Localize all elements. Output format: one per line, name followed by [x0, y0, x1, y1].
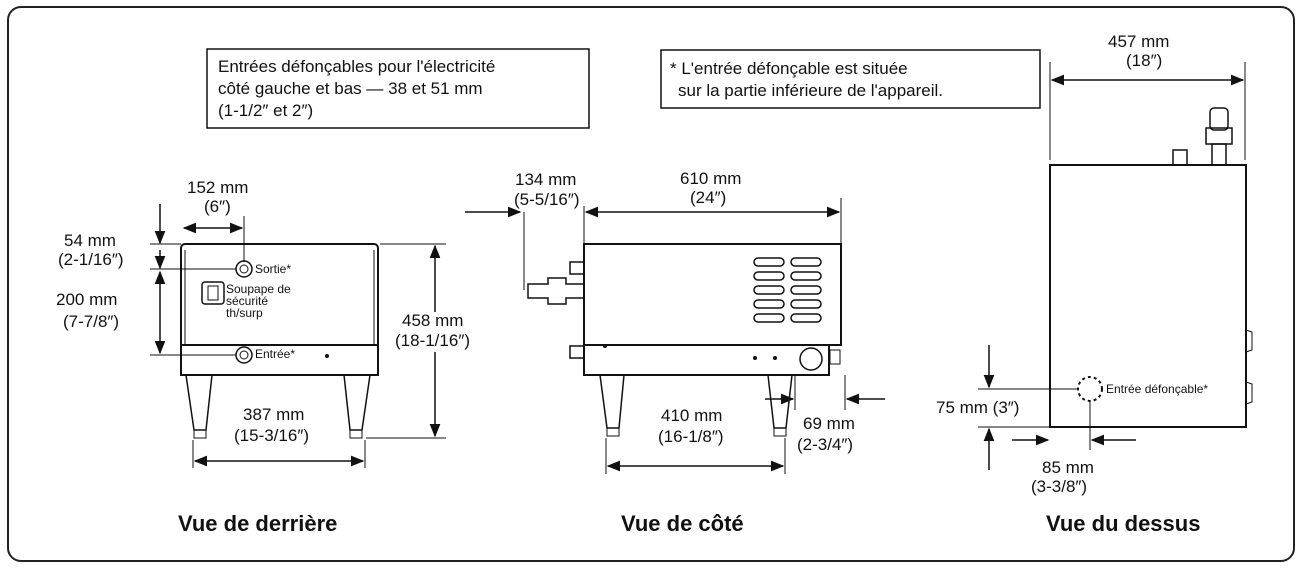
rear-view-title: Vue de derrière	[178, 511, 337, 536]
side-louvres	[753, 257, 822, 323]
relief-valve-label-2: sécurité	[226, 294, 268, 308]
side-inlet-fitting	[569, 345, 585, 359]
dim-54-in: (2-1/16″)	[58, 250, 124, 269]
dim-54-mm: 54 mm	[64, 231, 116, 250]
dim-69-in: (2-3/4″)	[797, 435, 853, 454]
diagram-frame	[7, 6, 1295, 562]
side-relief-valve	[527, 277, 585, 305]
dim-410-mm: 410 mm	[661, 406, 722, 425]
dim-134-mm: 134 mm	[515, 170, 576, 189]
inlet-label: Entrée*	[255, 347, 295, 361]
knockout-note-box: Entrées défonçables pour l'électricité c…	[206, 48, 590, 129]
side-leg-right	[767, 374, 793, 429]
top-relief-valve	[1205, 107, 1233, 166]
top-cabinet	[1049, 164, 1247, 428]
side-view: 134 mm (5-5/16″) 610 mm (24″) 410 mm (16…	[465, 169, 885, 536]
rear-base	[180, 344, 379, 376]
side-knockout	[799, 347, 823, 371]
dim-200-mm: 200 mm	[56, 290, 117, 309]
dim-387-mm: 387 mm	[243, 405, 304, 424]
relief-valve-label-1: Soupape de	[226, 282, 291, 296]
side-outlet-fitting	[569, 261, 585, 275]
rear-leg-right	[343, 374, 371, 431]
top-view-title: Vue du dessus	[1046, 511, 1200, 536]
side-view-title: Vue de côté	[621, 511, 744, 536]
top-knockout-label: Entrée défonçable*	[1106, 382, 1208, 396]
relief-valve	[201, 281, 225, 305]
dim-387-in: (15-3/16″)	[234, 426, 309, 445]
relief-valve-label-3: th/surp	[226, 306, 263, 320]
dim-610-mm: 610 mm	[680, 169, 741, 188]
dim-75: 75 mm (3″)	[936, 398, 1019, 417]
dim-152-mm: 152 mm	[187, 178, 248, 197]
dim-457-in: (18″)	[1126, 51, 1162, 70]
dim-457-mm: 457 mm	[1108, 32, 1169, 51]
side-leg-left	[599, 374, 625, 429]
dim-200-in: (7-7/8″)	[63, 312, 119, 331]
dim-152-in: (6″)	[204, 197, 231, 216]
knockout-note-line-3: (1-1/2″ et 2″)	[218, 101, 313, 120]
knockout-note-line-2: côté gauche et bas — 38 et 51 mm	[218, 79, 483, 98]
dim-69-mm: 69 mm	[803, 414, 855, 433]
rear-leg-left	[185, 374, 213, 431]
side-base	[583, 344, 830, 376]
dim-85-mm: 85 mm	[1042, 458, 1094, 477]
bottom-entry-note-line-1: * L'entrée défonçable est située	[670, 59, 908, 78]
knockout-note-line-1: Entrées défonçables pour l'électricité	[218, 57, 495, 76]
bottom-entry-note-box: * L'entrée défonçable est située sur la …	[660, 49, 1041, 109]
top-view: 457 mm (18″) Entrée défonçable* 75 mm (3…	[936, 32, 1253, 536]
dim-85-in: (3-3/8″)	[1031, 477, 1087, 496]
dim-610-in: (24″)	[690, 188, 726, 207]
bottom-entry-note-line-2: sur la partie inférieure de l'appareil.	[678, 81, 943, 100]
dim-458-mm: 458 mm	[402, 311, 463, 330]
outlet-label: Sortie*	[255, 262, 291, 276]
dim-458-in: (18-1/16″)	[395, 331, 470, 350]
dim-410-in: (16-1/8″)	[658, 427, 724, 446]
dim-134-in: (5-5/16″)	[514, 190, 580, 209]
rear-view: Sortie* Entrée* Soupape de sécurité th/s…	[56, 178, 470, 536]
top-fitting	[1172, 149, 1188, 166]
